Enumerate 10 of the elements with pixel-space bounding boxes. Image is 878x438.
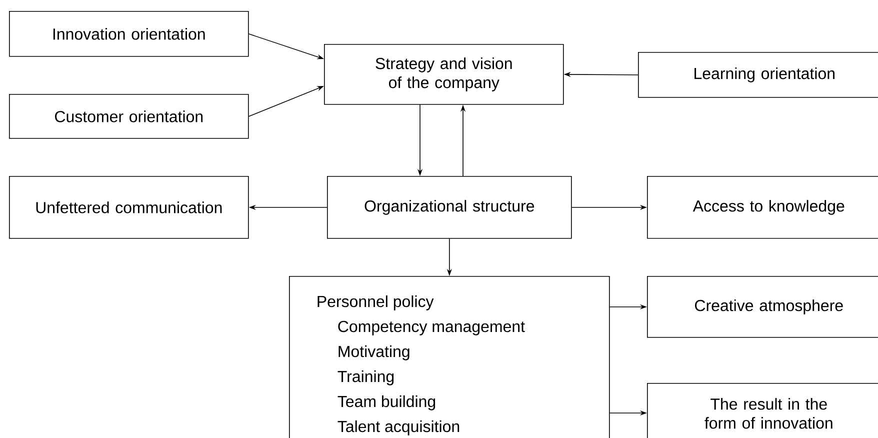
box: Customer orientation (9, 94, 249, 139)
list-box: Personnel policy Competency management Motivating Training Team building Talent acquisition (289, 276, 610, 438)
box: Access to knowledge (647, 176, 878, 239)
box: Strategy and vision of the company (324, 44, 564, 105)
box: Organizational structure (327, 176, 572, 239)
box: The result in the form of innovation (647, 383, 878, 438)
box: Innovation orientation (9, 11, 249, 57)
box: Learning orientation (638, 52, 878, 98)
box: Creative atmosphere (647, 276, 878, 338)
box: Unfettered communication (9, 176, 249, 239)
